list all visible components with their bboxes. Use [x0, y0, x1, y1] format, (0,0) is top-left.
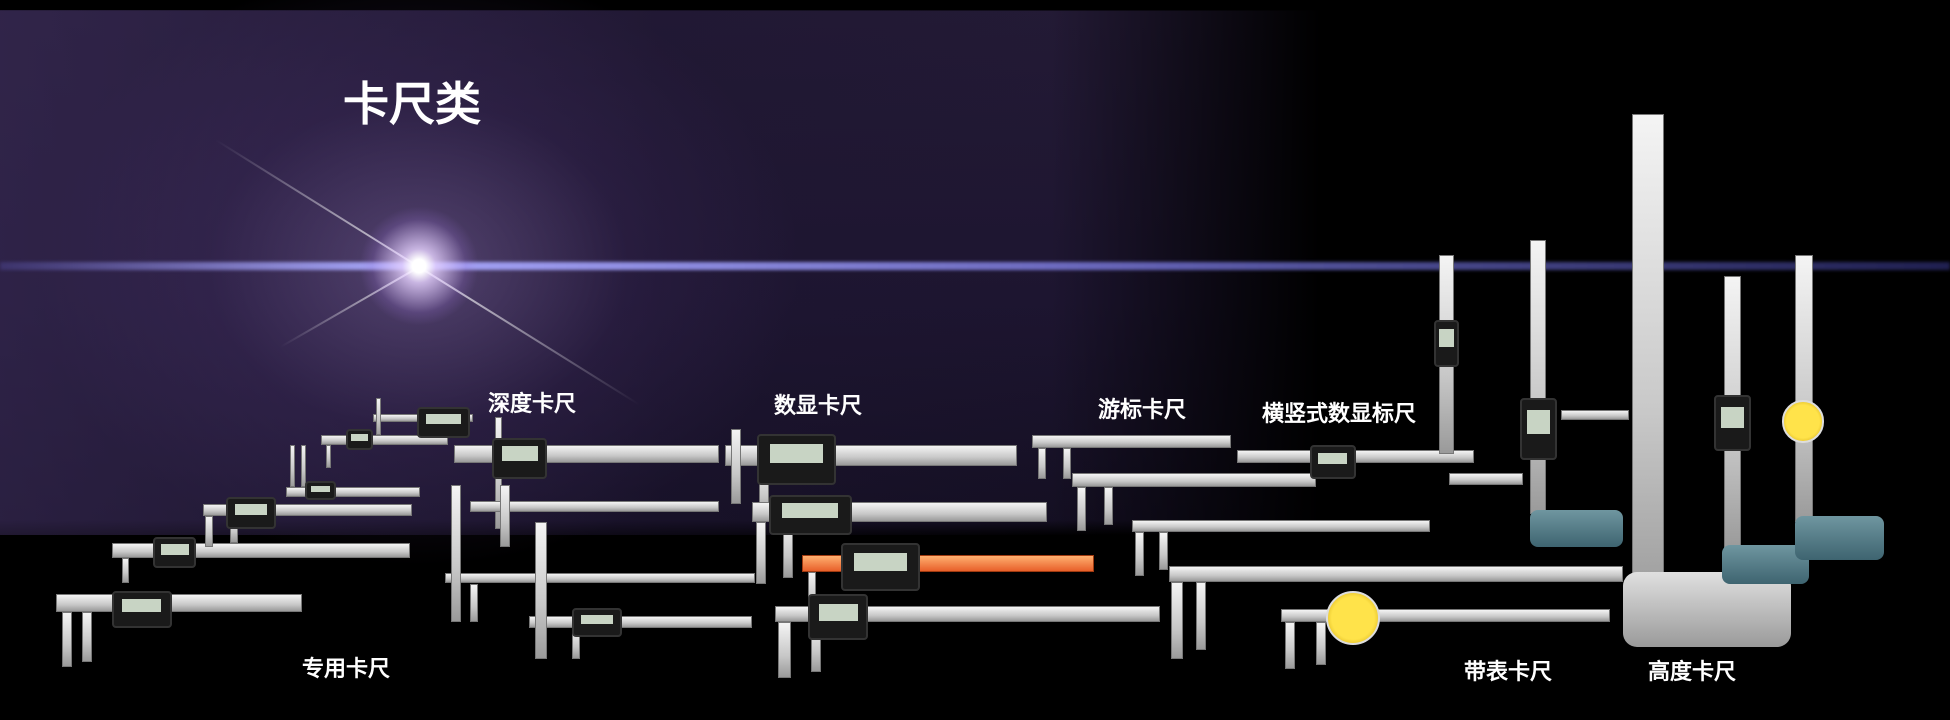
caliper-jaw: [121, 558, 130, 584]
label-dial-caliper[interactable]: 带表卡尺: [1464, 660, 1553, 685]
caliper-jaw: [1171, 582, 1183, 660]
caliper-jaw: [731, 429, 742, 504]
dial-gauge: [1782, 400, 1825, 443]
vernier-caliper: [1032, 435, 1232, 448]
page-title: 卡尺类: [343, 77, 481, 131]
lcd-display: [1433, 319, 1459, 367]
label-vernier-caliper[interactable]: 游标卡尺: [1098, 398, 1187, 423]
special-caliper: [286, 487, 421, 498]
digital-caliper: [774, 605, 1161, 622]
dial-gauge: [1325, 590, 1381, 646]
lcd-display: [808, 594, 869, 641]
height-gauge-column: [1529, 240, 1546, 514]
lcd-display: [226, 497, 277, 529]
vernier-caliper: [1071, 472, 1316, 488]
caliper-jaw: [756, 522, 767, 585]
caliper-jaw: [1038, 447, 1046, 479]
caliper-jaw: [1196, 582, 1207, 651]
caliper-jaw: [375, 397, 381, 436]
caliper-jaw: [1135, 532, 1145, 576]
special-caliper: [320, 435, 448, 446]
caliper-jaw: [82, 611, 92, 662]
height-gauge-column: [1631, 114, 1664, 612]
depth-rod: [451, 485, 462, 622]
caliper-jaw: [778, 621, 791, 678]
label-hv-digital-scale[interactable]: 横竖式数显标尺: [1262, 402, 1417, 427]
caliper-jaw: [205, 516, 213, 548]
vernier-caliper: [1131, 519, 1431, 533]
label-depth-caliper[interactable]: 深度卡尺: [488, 392, 577, 417]
depth-base: [470, 584, 478, 622]
depth-caliper: [528, 615, 753, 628]
depth-caliper: [445, 573, 755, 584]
caliper-jaw: [325, 445, 331, 468]
lcd-display: [1713, 395, 1751, 452]
caliper-jaw: [300, 445, 306, 488]
height-gauge-arm: [1560, 410, 1630, 421]
height-gauge-base: [1622, 572, 1791, 647]
lcd-display: [304, 481, 336, 500]
lcd-display: [840, 543, 921, 591]
lcd-display: [345, 429, 374, 451]
caliper-jaw: [1159, 532, 1168, 570]
lcd-display: [757, 434, 836, 485]
depth-base: [499, 485, 510, 548]
height-gauge-column: [1794, 254, 1814, 523]
caliper-jaw: [289, 445, 295, 488]
lcd-display: [416, 406, 471, 438]
horizontal-digital-scale: [1237, 450, 1474, 463]
caliper-jaw: [62, 611, 73, 667]
label-digital-caliper[interactable]: 数显卡尺: [774, 394, 863, 419]
lcd-display: [152, 537, 197, 569]
vernier-caliper: [1168, 565, 1623, 582]
caliper-jaw: [1063, 447, 1071, 479]
caliper-jaw: [1076, 487, 1086, 531]
caliper-jaw: [1284, 621, 1295, 670]
lcd-display: [111, 590, 172, 628]
caliper-jaw: [1104, 487, 1114, 525]
height-gauge-arm: [1448, 472, 1524, 485]
depth-caliper: [470, 501, 719, 513]
light-streak: [0, 262, 1950, 270]
lens-flare: [359, 206, 479, 326]
lcd-display: [1309, 445, 1356, 479]
depth-rod: [534, 522, 548, 660]
caliper-jaw: [1315, 621, 1326, 666]
lcd-display: [492, 437, 548, 479]
lcd-display: [572, 608, 622, 637]
lcd-display: [1519, 397, 1557, 461]
lcd-display: [768, 494, 852, 535]
special-caliper: [55, 594, 303, 612]
label-special-caliper[interactable]: 专用卡尺: [302, 657, 391, 682]
height-gauge-base: [1529, 509, 1623, 548]
height-gauge-base: [1794, 516, 1885, 560]
label-height-gauge[interactable]: 高度卡尺: [1648, 660, 1737, 685]
